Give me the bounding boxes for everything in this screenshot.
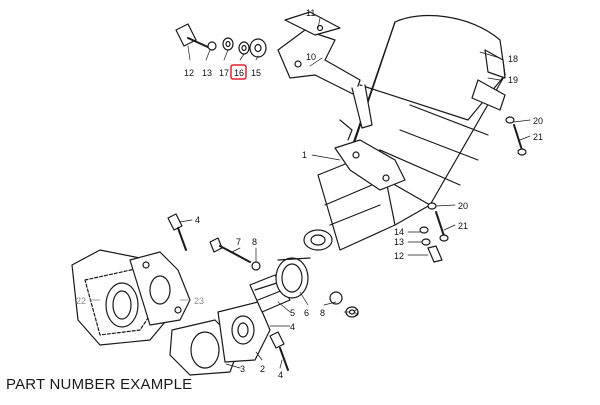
callout-13: 13 (202, 68, 212, 78)
top-fastener-stack (175, 23, 267, 58)
callout-8-bottom: 8 (320, 308, 325, 318)
callout-6: 6 (304, 308, 309, 318)
callout-13-bottom: 13 (394, 237, 404, 247)
lower-right-fasteners (419, 226, 443, 263)
caption: PART NUMBER EXAMPLE (6, 376, 193, 393)
callout-4-top: 4 (195, 215, 200, 225)
callout-15: 15 (251, 68, 261, 78)
lower-flange-assembly (71, 249, 271, 376)
right-bolts (427, 116, 527, 242)
callout-21-bottom: 21 (458, 221, 468, 231)
coupling-and-disc (249, 257, 311, 313)
highlight-box (230, 64, 247, 80)
callout-20-bottom: 20 (458, 201, 468, 211)
column-housing (303, 14, 506, 251)
bolt-4 (167, 213, 187, 251)
callout-8-top: 8 (252, 237, 257, 247)
callout-10: 10 (306, 52, 316, 62)
upper-bracket (277, 11, 373, 129)
callout-20-top: 20 (533, 116, 543, 126)
callout-labels: 12 13 17 16 15 11 10 18 19 20 21 1 20 21… (76, 8, 543, 380)
bolt-7 (209, 237, 261, 271)
callout-14: 14 (394, 227, 404, 237)
callout-7: 7 (236, 237, 241, 247)
nut-9 (329, 291, 359, 318)
callout-17: 17 (219, 68, 229, 78)
callout-12-bottom: 12 (394, 251, 404, 261)
callout-5: 5 (290, 308, 295, 318)
callout-22: 22 (76, 296, 86, 306)
callout-23: 23 (194, 296, 204, 306)
callout-4-bottom: 4 (278, 370, 283, 380)
callout-21-top: 21 (533, 132, 543, 142)
callout-18: 18 (508, 54, 518, 64)
callout-2: 2 (260, 364, 265, 374)
callout-3: 3 (240, 364, 245, 374)
bolt-4-lower (269, 331, 289, 371)
callout-11: 11 (306, 8, 315, 18)
callout-16-highlighted: 16 (234, 68, 244, 78)
callout-12: 12 (184, 68, 194, 78)
callout-4-mid: 4 (290, 322, 295, 332)
leader-lines (89, 17, 531, 369)
callout-19: 19 (508, 75, 518, 85)
callout-1: 1 (302, 150, 307, 160)
callout-9: 9 (354, 308, 359, 318)
